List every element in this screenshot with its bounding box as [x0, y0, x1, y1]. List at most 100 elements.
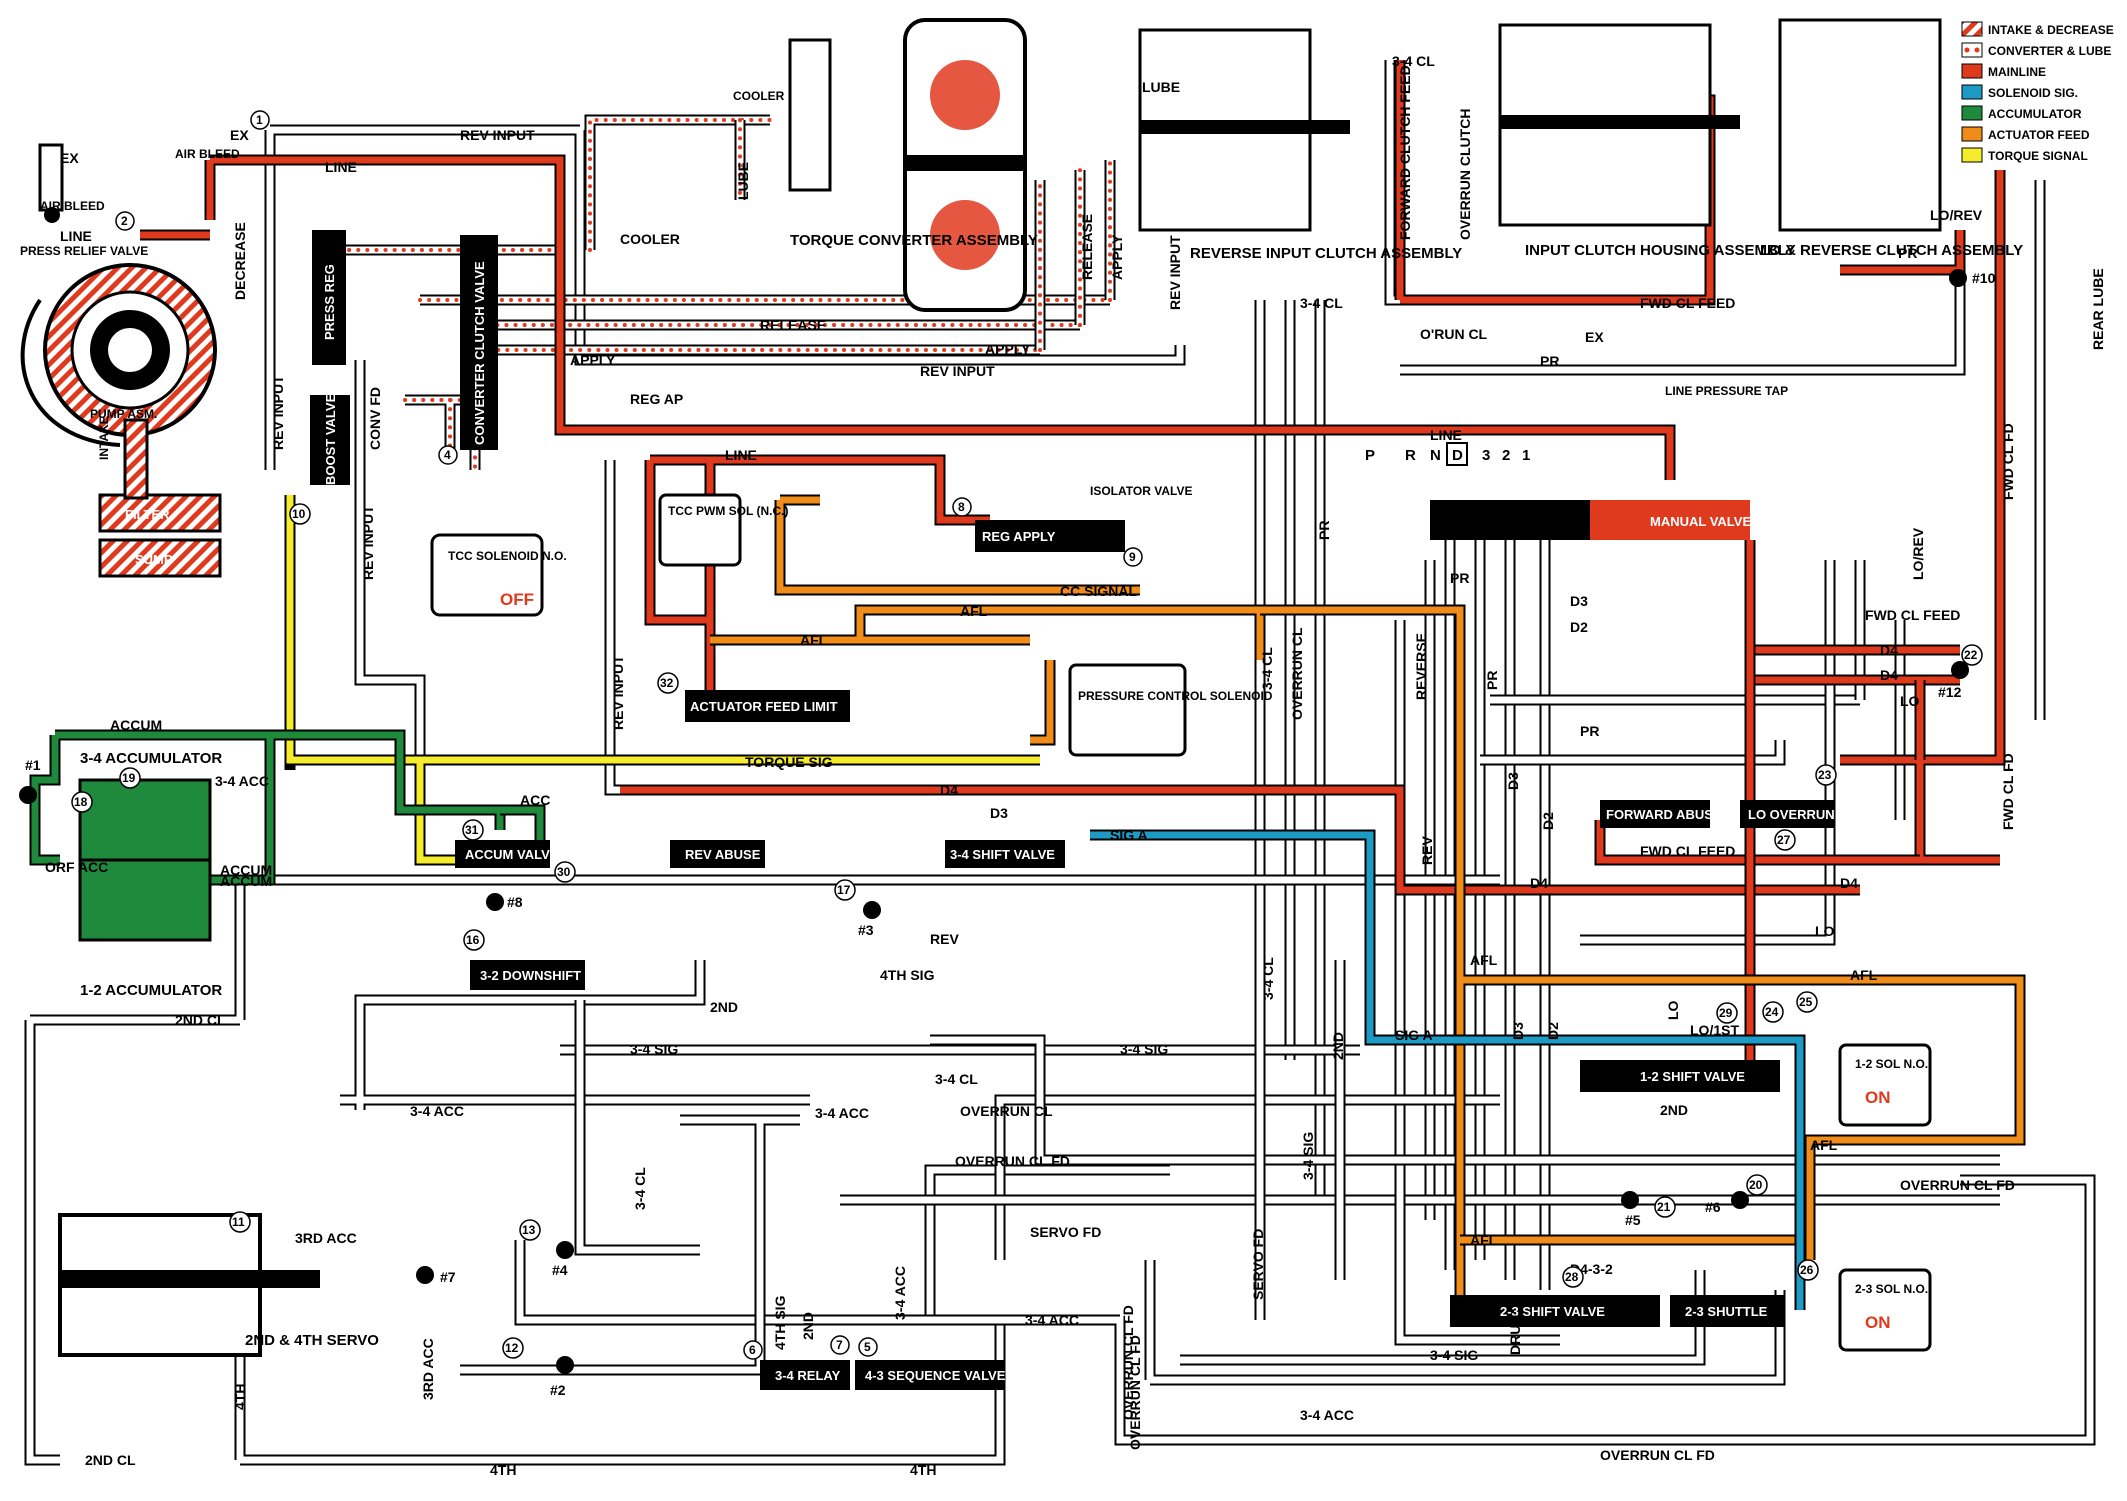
svg-text:ON: ON [1865, 1088, 1891, 1107]
relay-34-valve: 3-4 RELAY [760, 1360, 850, 1390]
svg-text:FORWARD CLUTCH FEED: FORWARD CLUTCH FEED [1397, 65, 1413, 240]
svg-text:OVERRUN CL FD: OVERRUN CL FD [1600, 1447, 1715, 1463]
svg-text:REG AP: REG AP [630, 391, 683, 407]
svg-text:3-4 ACC: 3-4 ACC [892, 1266, 908, 1320]
orifice-10: 10 [289, 503, 311, 525]
svg-text:ACCUM: ACCUM [220, 873, 272, 889]
svg-text:TORQUE CONVERTER ASSEMBLY: TORQUE CONVERTER ASSEMBLY [790, 232, 1038, 249]
forward-abuse-valve: FORWARD ABUSE [1600, 800, 1722, 828]
svg-text:CC SIGNAL: CC SIGNAL [1060, 583, 1137, 599]
svg-text:OVERRUN CL FD: OVERRUN CL FD [1127, 1335, 1143, 1450]
svg-text:SERVO FD: SERVO FD [1030, 1224, 1101, 1240]
svg-text:PR: PR [1316, 521, 1332, 540]
svg-text:#3: #3 [858, 922, 874, 938]
svg-text:TCC SOLENOID N.O.: TCC SOLENOID N.O. [448, 549, 567, 563]
svg-text:OVERRUN CL FD: OVERRUN CL FD [955, 1153, 1070, 1169]
orifice-27: 27 [1774, 829, 1796, 851]
svg-text:#1: #1 [25, 757, 41, 773]
svg-text:N: N [1430, 447, 1441, 464]
svg-text:FWD CL FD: FWD CL FD [2000, 753, 2016, 830]
svg-text:4TH: 4TH [232, 1384, 248, 1410]
svg-text:LUBE: LUBE [1142, 79, 1180, 95]
svg-text:D3: D3 [990, 805, 1008, 821]
svg-text:AFL: AFL [800, 632, 828, 648]
svg-text:APPLY: APPLY [570, 352, 616, 368]
input-clutch-housing: INPUT CLUTCH HOUSING ASSEMBLY [1498, 23, 1796, 259]
svg-text:OVERRUN CL FD: OVERRUN CL FD [1900, 1177, 2015, 1193]
svg-text:EX: EX [1585, 329, 1604, 345]
svg-text:TCC PWM SOL (N.C.): TCC PWM SOL (N.C.) [668, 504, 788, 518]
svg-text:4TH: 4TH [910, 1462, 936, 1478]
legend-item-accumulator: ACCUMULATOR [1961, 105, 2082, 121]
svg-text:REV ABUSE: REV ABUSE [685, 847, 761, 862]
svg-text:REV: REV [1419, 836, 1435, 865]
svg-text:CONV FD: CONV FD [367, 387, 383, 450]
svg-text:AFL: AFL [1810, 1137, 1838, 1153]
svg-text:ACC: ACC [520, 792, 550, 808]
svg-text:PUMP ASM.: PUMP ASM. [90, 407, 157, 421]
svg-text:ON: ON [1865, 1313, 1891, 1332]
svg-text:2ND: 2ND [800, 1312, 816, 1340]
svg-text:SUMP: SUMP [135, 552, 173, 567]
legend-item-solenoid: SOLENOID SIG. [1961, 84, 2078, 100]
svg-text:#12: #12 [1938, 684, 1962, 700]
svg-text:REV INPUT: REV INPUT [270, 375, 286, 450]
svg-text:3-4 ACC: 3-4 ACC [815, 1105, 869, 1121]
svg-text:16: 16 [466, 933, 480, 947]
svg-text:P: P [1365, 447, 1375, 464]
svg-text:3-4 SHIFT VALVE: 3-4 SHIFT VALVE [950, 847, 1055, 862]
svg-text:D2: D2 [1540, 812, 1556, 830]
svg-text:18: 18 [74, 795, 88, 809]
svg-text:D: D [1452, 447, 1463, 464]
svg-text:D4: D4 [1530, 875, 1548, 891]
svg-text:REAR LUBE: REAR LUBE [2090, 268, 2106, 350]
svg-text:3-2 DOWNSHIFT: 3-2 DOWNSHIFT [480, 968, 581, 983]
svg-text:23: 23 [1818, 768, 1832, 782]
svg-text:INPUT CLUTCH HOUSING ASSEMBLY: INPUT CLUTCH HOUSING ASSEMBLY [1525, 242, 1796, 259]
orifices: 1 2 4 5 6 7 8 9 10 11 12 13 16 17 18 19 … [71, 110, 1983, 1360]
svg-text:31: 31 [465, 823, 479, 837]
svg-text:FWD CL FEED: FWD CL FEED [1640, 295, 1735, 311]
line-pressure-tap: LINE PRESSURE TAP [1665, 384, 1788, 398]
svg-text:1: 1 [256, 113, 263, 127]
svg-text:3-4 SIG: 3-4 SIG [630, 1041, 678, 1057]
gear-selector: P R N D 3 2 1 [1365, 442, 1530, 466]
svg-text:D3: D3 [1510, 1022, 1526, 1040]
svg-text:OVERRUN CLUTCH: OVERRUN CLUTCH [1457, 109, 1473, 240]
svg-text:ORF ACC: ORF ACC [45, 859, 108, 875]
svg-text:2ND: 2ND [1330, 1032, 1346, 1060]
orifice-2: 2 [115, 211, 135, 231]
svg-text:REVERSE: REVERSE [1413, 633, 1429, 700]
svg-text:FWD CL FEED: FWD CL FEED [1865, 607, 1960, 623]
svg-text:SOLENOID SIG.: SOLENOID SIG. [1988, 86, 2078, 100]
svg-text:32: 32 [660, 676, 674, 690]
svg-text:ACCUM: ACCUM [220, 862, 272, 878]
svg-text:19: 19 [122, 771, 136, 785]
checkball-3: #3 [858, 901, 881, 938]
shuttle-23-valve: 2-3 SHUTTLE [1670, 1295, 1785, 1327]
svg-text:LINE: LINE [725, 447, 757, 463]
svg-text:PR: PR [1580, 723, 1599, 739]
svg-text:2: 2 [1502, 447, 1510, 464]
svg-text:LINE: LINE [60, 228, 92, 244]
svg-text:2ND: 2ND [710, 999, 738, 1015]
svg-text:CONVERTER & LUBE: CONVERTER & LUBE [1988, 44, 2111, 58]
svg-text:EX: EX [60, 150, 79, 166]
svg-text:RELEASE: RELEASE [1079, 214, 1095, 280]
svg-text:17: 17 [837, 883, 851, 897]
sump: SUMP [98, 538, 222, 578]
accumulator-12: 1-2 ACCUMULATOR [78, 858, 222, 999]
svg-text:AIR BLEED: AIR BLEED [175, 147, 240, 161]
svg-text:30: 30 [557, 865, 571, 879]
svg-text:4TH SIG: 4TH SIG [880, 967, 935, 983]
svg-text:OVERRUN CL: OVERRUN CL [1289, 627, 1305, 720]
svg-text:2ND: 2ND [1660, 1102, 1688, 1118]
checkballs: #1 #2 #3 #4 #5 #6 #7 #8 #10 #12 [19, 269, 1996, 1398]
checkball-7: #7 [416, 1266, 456, 1285]
passage-labels: LINE REV INPUT COOLER RELEASE APPLY APPL… [40, 53, 2106, 1478]
orifice-29: 29 [1716, 1002, 1738, 1024]
accum-valve: ACCUM VALVE [455, 840, 559, 868]
orifice-4: 4 [438, 445, 458, 465]
svg-text:TORQUE SIGNAL: TORQUE SIGNAL [1988, 149, 2088, 163]
svg-text:LO: LO [1900, 693, 1920, 709]
